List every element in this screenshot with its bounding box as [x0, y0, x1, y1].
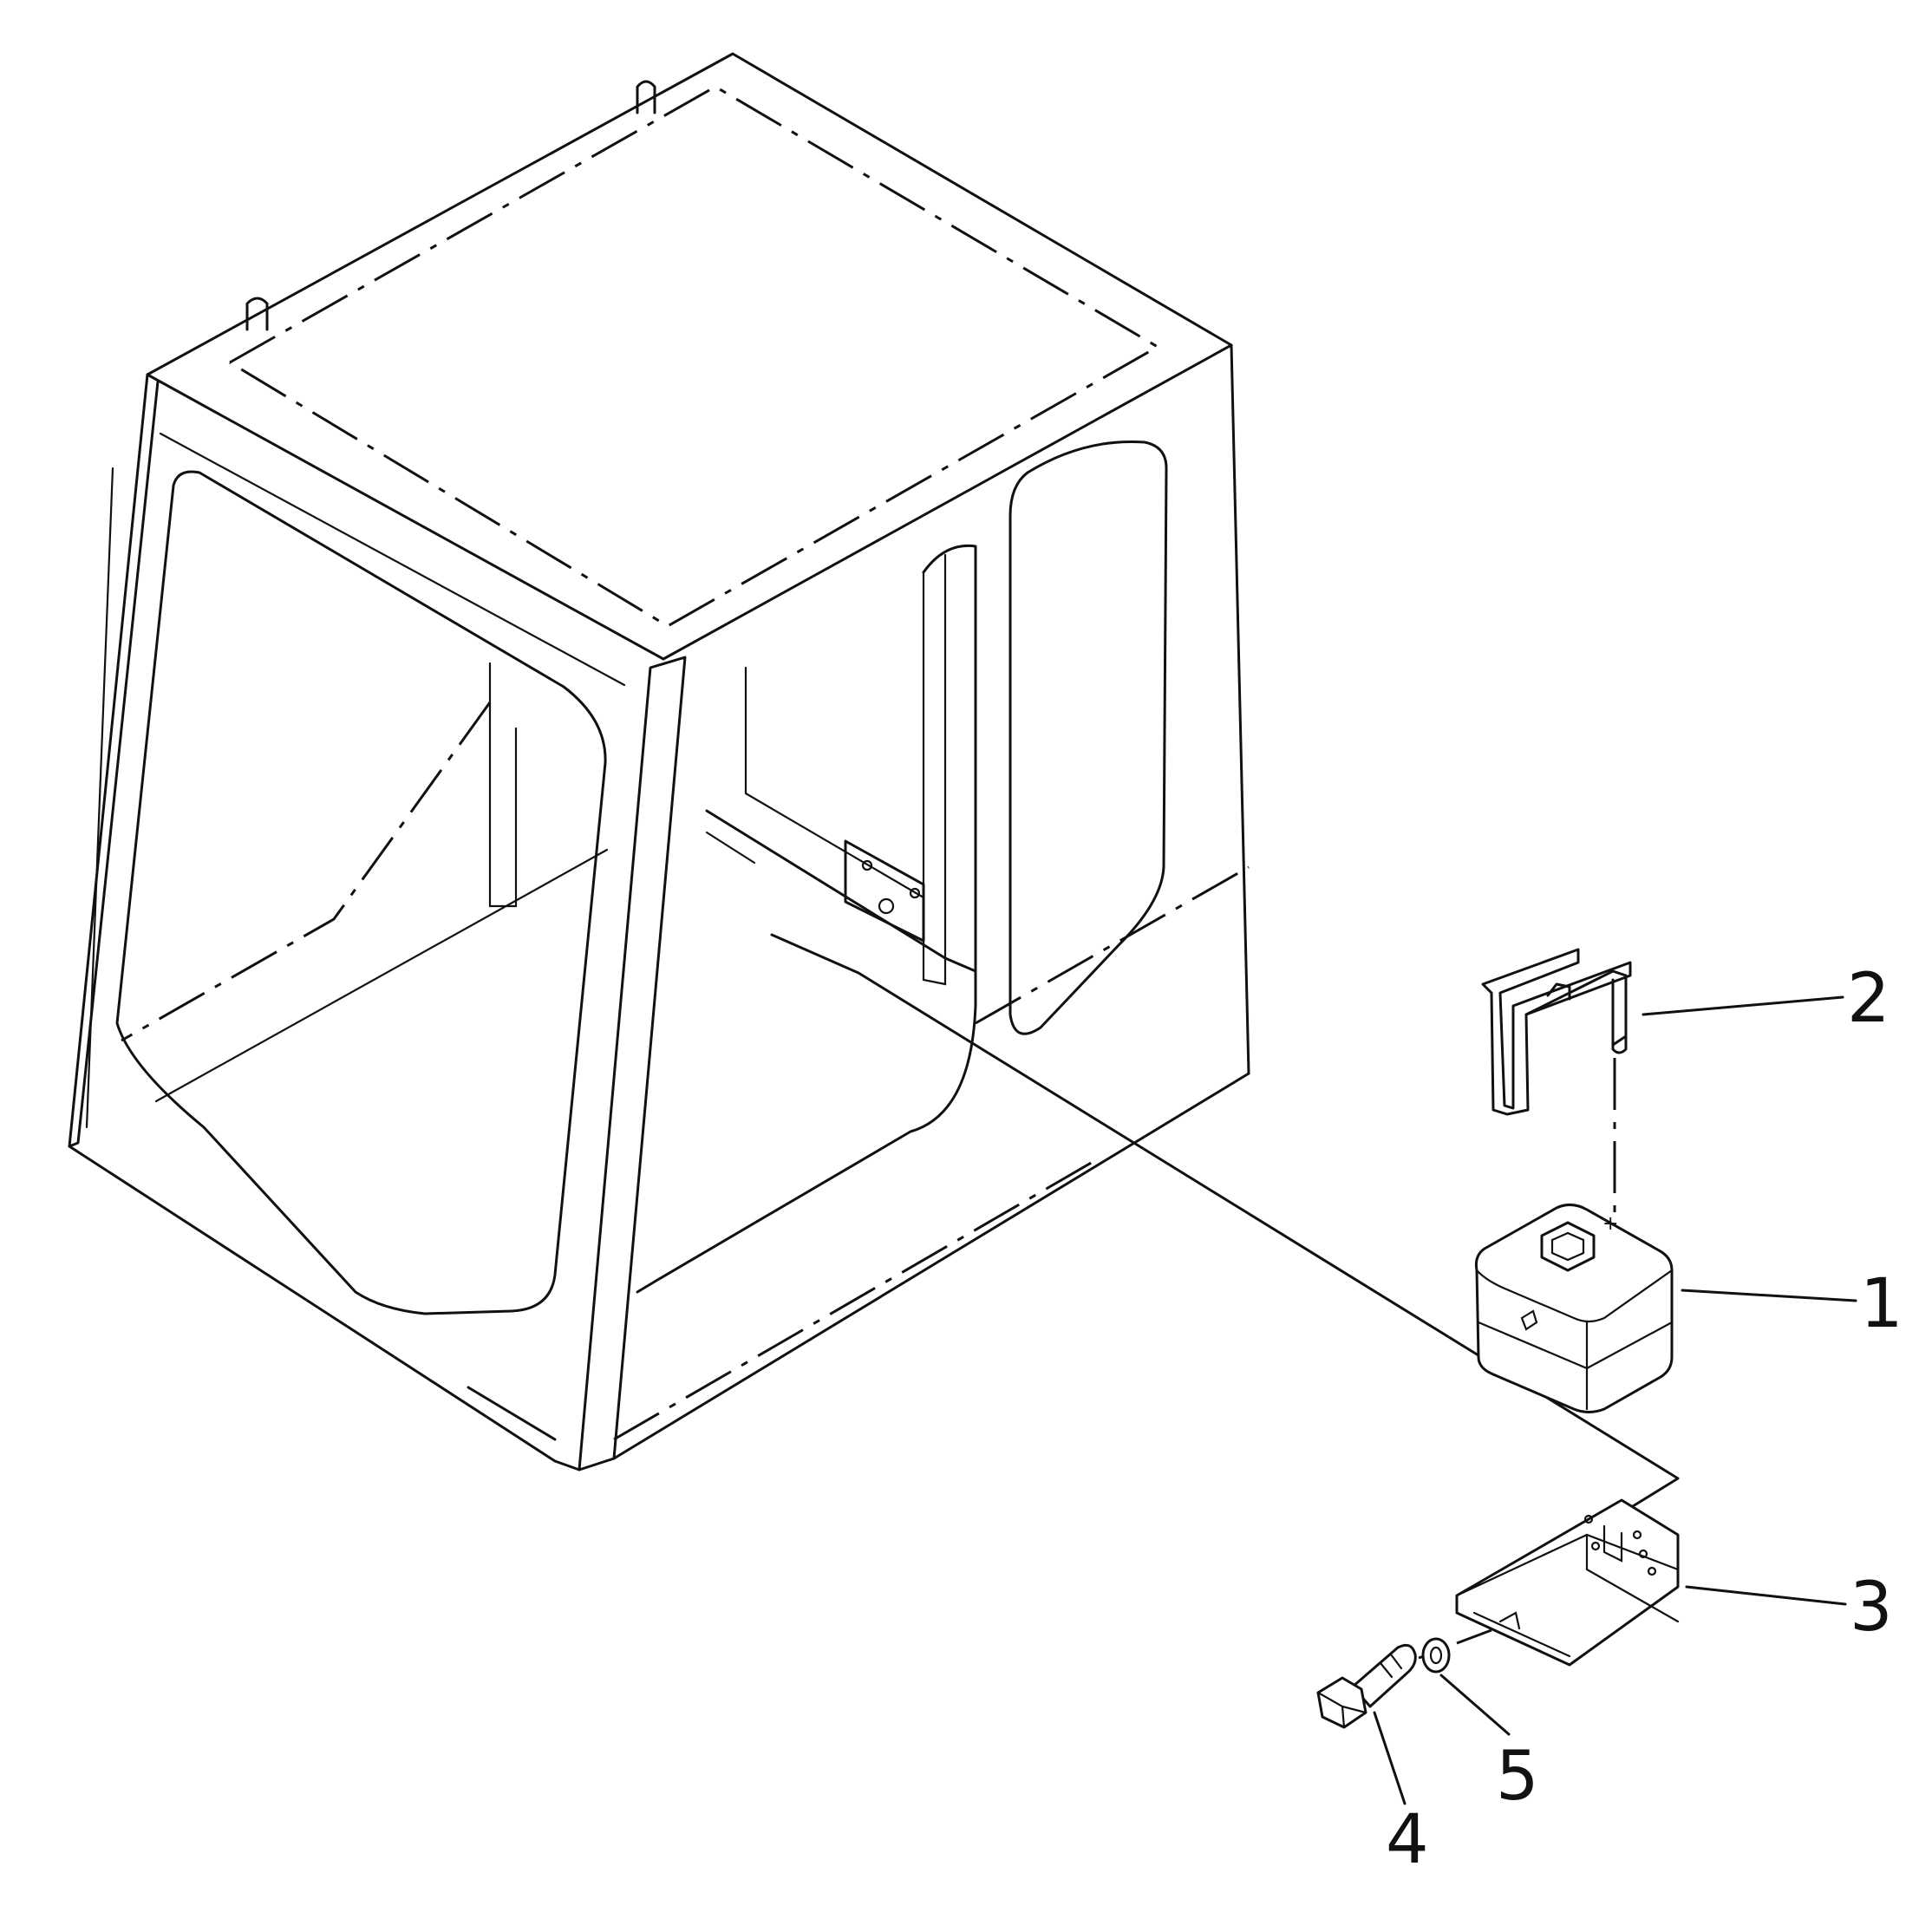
cab-inner-wall	[744, 666, 925, 899]
tray-hole-a	[1583, 1514, 1594, 1524]
battery-handle	[1540, 1221, 1596, 1272]
cab-bottom-sill	[467, 1386, 557, 1441]
lifting-eye-rear	[636, 80, 656, 114]
clamp-body	[1481, 948, 1632, 1116]
callout-1: 1	[1860, 1265, 1903, 1343]
battery-top-edge	[1475, 1269, 1674, 1323]
assembly-reference-line	[770, 933, 1680, 1515]
bolt-thread-b	[1389, 1653, 1403, 1670]
washer-inner	[1429, 1646, 1443, 1665]
bracket-hole-c	[909, 887, 921, 899]
callout-2: 2	[1847, 960, 1890, 1038]
cab-interior-post	[488, 662, 518, 908]
cab-side-window	[1008, 440, 1168, 1035]
washer-outer	[1421, 1637, 1451, 1674]
cab-floor-rail-lower	[705, 831, 756, 865]
callout-4: 4	[1386, 1801, 1429, 1879]
cab-bottom-right	[612, 1072, 1250, 1460]
battery-clamp	[1481, 948, 1632, 1116]
battery-box	[1474, 1204, 1674, 1413]
tray-hole-c	[1638, 1549, 1648, 1559]
cab-rear-window	[636, 544, 977, 1294]
tray-bracket	[1602, 1524, 1623, 1563]
tray-hole-e	[1647, 1566, 1657, 1576]
battery-vent	[1520, 1309, 1538, 1331]
tray-hole-d	[1590, 1541, 1601, 1551]
bolt	[1316, 1643, 1417, 1729]
clamp-tab	[1611, 1034, 1628, 1054]
cab-roof-outline	[146, 52, 1233, 661]
operator-cab	[68, 52, 1250, 1471]
battery-lid-line	[1477, 1321, 1674, 1370]
cab-rear-window-inner	[922, 553, 947, 986]
bracket-hole-b	[861, 859, 873, 871]
tray-body	[1455, 1498, 1680, 1667]
cab-lower-edge-right	[613, 1160, 1093, 1441]
callout-5: 5	[1496, 1738, 1539, 1816]
leader-3	[1685, 1585, 1847, 1606]
lifting-eye-front	[245, 297, 269, 331]
leader-2	[1642, 995, 1844, 1016]
cab-interior-diagonal	[121, 701, 492, 1042]
tray-fold	[1585, 1533, 1680, 1623]
cab-floor-rail	[705, 809, 977, 973]
bolt-thread-a	[1379, 1661, 1394, 1679]
cab-floor-edge-right	[975, 865, 1250, 1025]
cab-door-window	[115, 470, 607, 1315]
callout-3: 3	[1850, 1569, 1893, 1647]
bolt-to-washer-line	[1418, 1654, 1425, 1660]
bracket-hole-a	[878, 897, 895, 915]
battery-handle-inner	[1550, 1231, 1585, 1262]
cab-bottom-left	[68, 1145, 581, 1471]
bolt-shank	[1351, 1643, 1417, 1708]
battery: +	[1474, 1204, 1674, 1413]
leader-5	[1439, 1674, 1511, 1736]
washer	[1421, 1637, 1451, 1674]
tray-hole-b	[1632, 1530, 1642, 1540]
tray-lower-edge	[1472, 1611, 1571, 1658]
leader-1	[1681, 1289, 1857, 1302]
cab-front-pillar	[578, 656, 687, 1471]
clamp-hook	[1546, 982, 1571, 1001]
clamp-top-plate	[1524, 969, 1628, 1047]
battery-terminal-mark: +	[1602, 1213, 1618, 1235]
cab-rear-pillar	[1230, 343, 1250, 1075]
battery-tray	[1455, 1498, 1680, 1667]
cab-mount-bracket	[844, 839, 925, 943]
leader-4	[1373, 1711, 1407, 1805]
tray-slot	[1498, 1611, 1521, 1630]
washer-to-tray-line	[1456, 1628, 1492, 1645]
bolt-head-face	[1316, 1691, 1367, 1729]
cab-door-frame	[85, 432, 626, 1129]
cab-left-pillar	[68, 373, 160, 1148]
cab-roof-panel	[229, 85, 1160, 628]
cab-floor-line	[154, 848, 609, 1103]
